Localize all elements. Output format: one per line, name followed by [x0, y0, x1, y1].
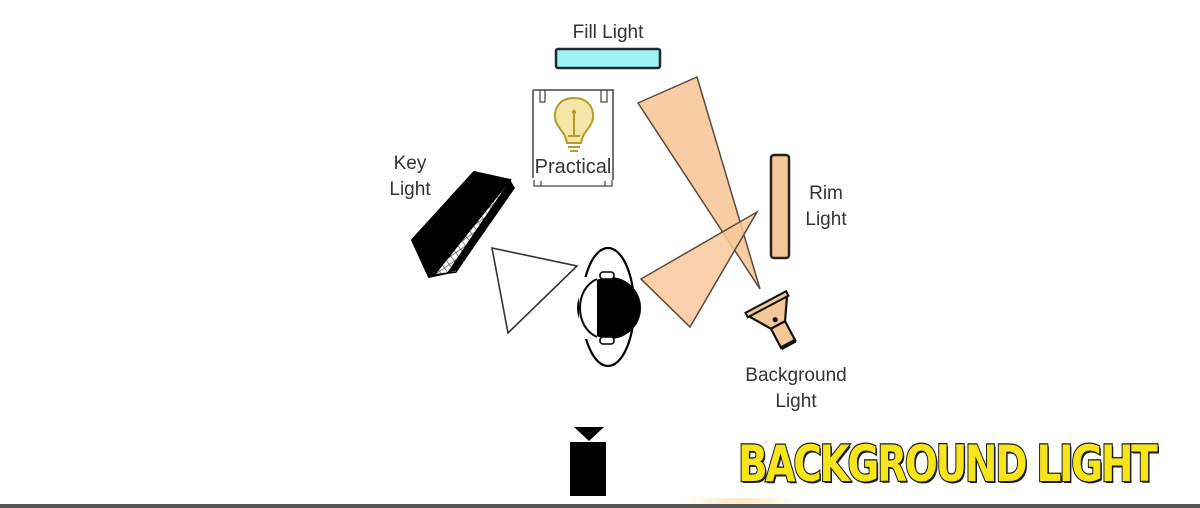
- key-light-label-line1: Key: [393, 153, 427, 174]
- practical-label: Practical: [534, 156, 612, 178]
- background-light-label-line2: Light: [775, 391, 817, 412]
- title-banner: BACKGROUND LIGHT: [737, 434, 1159, 495]
- subject-icon: [576, 246, 641, 368]
- bottom-glow: [680, 498, 800, 506]
- fill-light-icon: [554, 47, 662, 70]
- practical-lamp-icon: [532, 89, 614, 187]
- key-light-label-line2: Light: [389, 179, 431, 200]
- key-light-softbox-icon: [410, 170, 515, 279]
- background-light-icon: [744, 289, 797, 350]
- camera-icon: [570, 427, 606, 496]
- rim-light-beam: [639, 209, 760, 329]
- background-light-label-line1: Background: [745, 365, 847, 386]
- rim-light-label-line1: Rim: [809, 183, 843, 204]
- rim-light-label-line2: Light: [805, 209, 847, 230]
- key-light-beam: [490, 246, 579, 335]
- rim-light-icon: [769, 153, 791, 260]
- bottom-divider: [0, 504, 1200, 508]
- fill-light-label: Fill Light: [572, 22, 644, 43]
